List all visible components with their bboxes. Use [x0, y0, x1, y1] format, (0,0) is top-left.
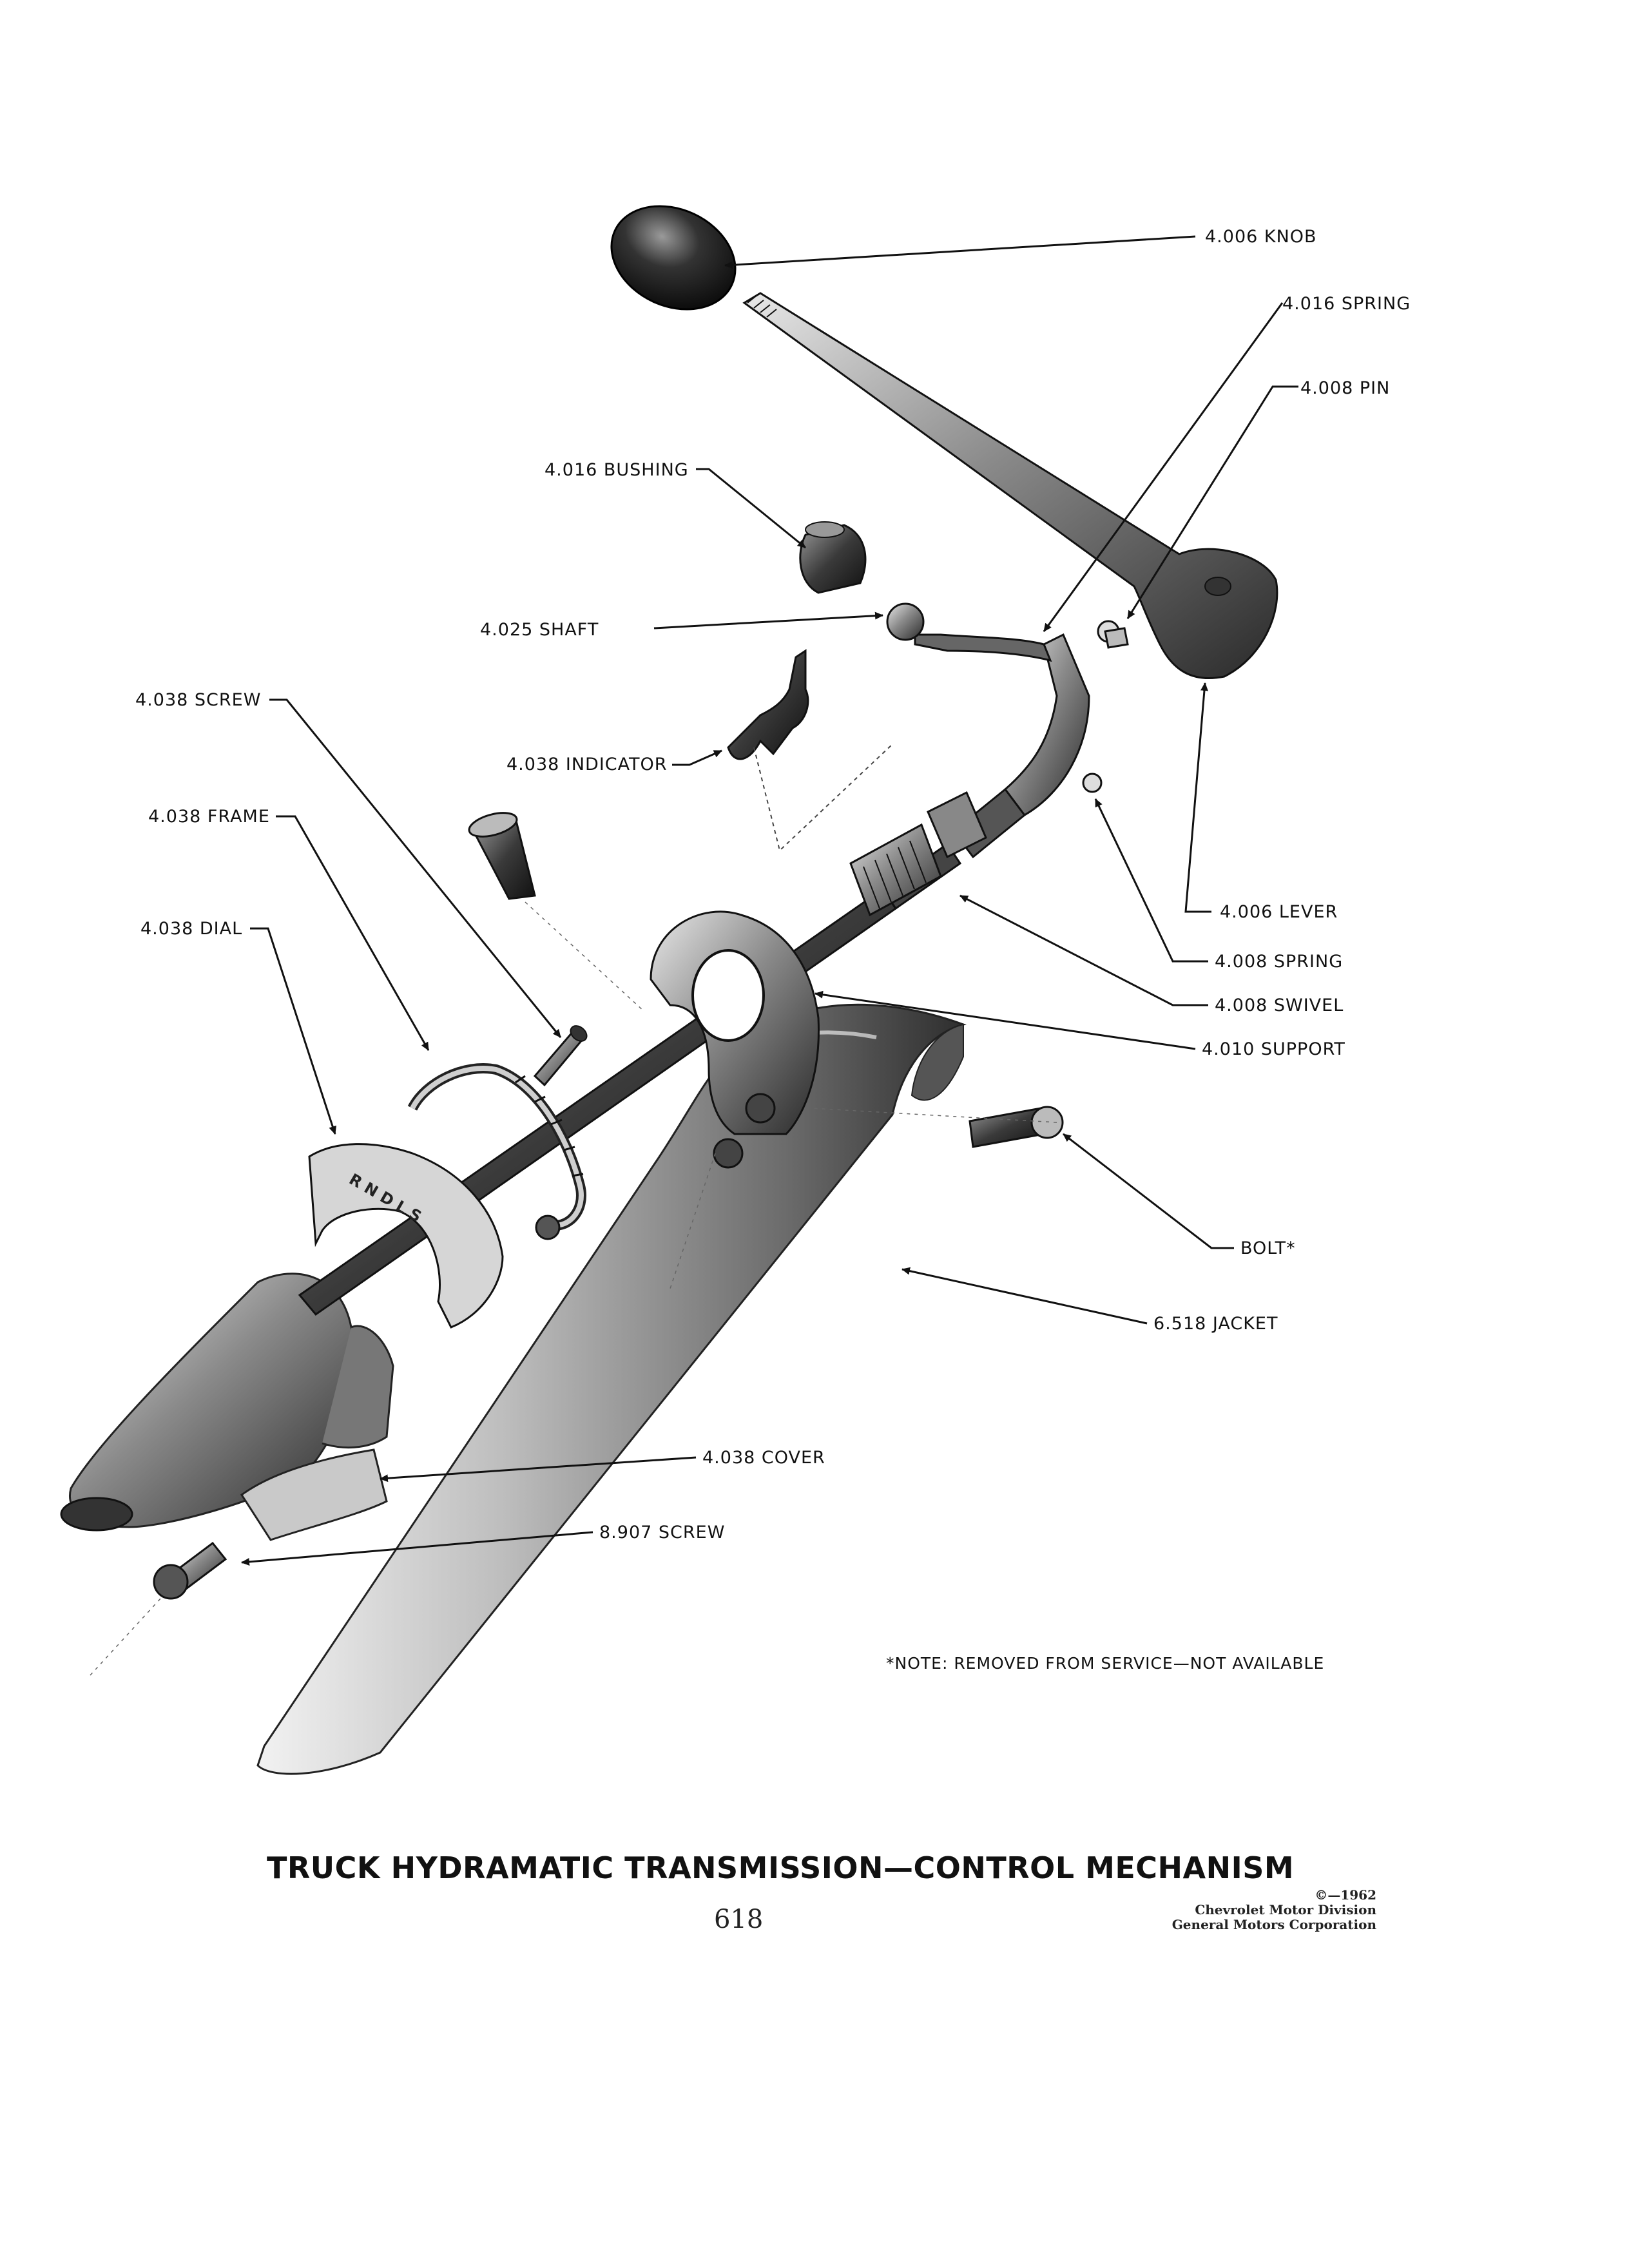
lever-part: [742, 292, 1278, 680]
label-lever: 4.006 LEVER: [1220, 902, 1338, 922]
upper-screw-part: [468, 812, 536, 900]
label-dial: 4.038 DIAL: [140, 919, 242, 939]
service-note: *NOTE: REMOVED FROM SERVICE—NOT AVAILABL…: [886, 1654, 1324, 1673]
page-number: 618: [714, 1905, 764, 1934]
screw-038-part: [533, 1025, 588, 1087]
leader-screw-038: [269, 698, 562, 1038]
label-support: 4.010 SUPPORT: [1202, 1039, 1345, 1059]
leader-swivel: [959, 894, 1208, 1006]
support-part: [650, 910, 820, 1169]
bolt-part: [969, 1106, 1064, 1148]
page-title: TRUCK HYDRAMATIC TRANSMISSION—CONTROL ME…: [267, 1850, 1295, 1885]
leader-bushing: [696, 468, 806, 549]
leader-shaft: [653, 611, 883, 629]
leader-support: [815, 990, 1196, 1050]
leader-spring-008: [1094, 798, 1208, 963]
leader-lever: [1184, 682, 1211, 913]
leader-spring-top: [1043, 302, 1284, 632]
copyright-block: ©—1962 Chevrolet Motor Division General …: [1172, 1888, 1376, 1932]
leader-lines: [241, 235, 1298, 1566]
copyright-division: Chevrolet Motor Division: [1195, 1902, 1376, 1917]
label-frame: 4.038 FRAME: [148, 807, 270, 827]
screw-907-part: [153, 1541, 227, 1600]
label-spring-008: 4.008 SPRING: [1215, 952, 1343, 972]
leader-jacket: [901, 1267, 1148, 1325]
label-spring-top: 4.016 SPRING: [1282, 294, 1411, 314]
label-bushing: 4.016 BUSHING: [545, 460, 689, 480]
label-indicator: 4.038 INDICATOR: [506, 754, 668, 774]
pin-part: [1104, 627, 1129, 649]
leader-dial: [250, 927, 336, 1135]
leader-screw-907: [241, 1531, 593, 1566]
label-pin: 4.008 PIN: [1300, 378, 1390, 398]
knob-part: [610, 205, 737, 311]
copyright-year: ©—1962: [1315, 1887, 1376, 1903]
indicator-part: [727, 649, 893, 852]
label-jacket: 6.518 JACKET: [1153, 1314, 1278, 1334]
label-screw-038: 4.038 SCREW: [135, 690, 261, 710]
label-screw-907: 8.907 SCREW: [599, 1523, 725, 1542]
leader-frame: [276, 815, 430, 1051]
label-knob: 4.006 KNOB: [1205, 227, 1317, 247]
leader-knob: [724, 235, 1196, 269]
label-shaft: 4.025 SHAFT: [480, 620, 599, 640]
cover-part: [60, 1273, 394, 1541]
leader-cover: [380, 1456, 697, 1483]
label-bolt: BOLT*: [1240, 1238, 1296, 1258]
leader-bolt: [1063, 1133, 1234, 1249]
leader-indicator: [672, 749, 722, 766]
leader-pin: [1126, 385, 1298, 619]
assembly-guides: [90, 901, 1057, 1676]
label-cover: 4.038 COVER: [702, 1448, 825, 1468]
swivel-part: [849, 620, 1120, 917]
bushing-part: [799, 521, 867, 594]
copyright-corporation: General Motors Corporation: [1171, 1917, 1376, 1932]
label-swivel: 4.008 SWIVEL: [1215, 995, 1344, 1015]
